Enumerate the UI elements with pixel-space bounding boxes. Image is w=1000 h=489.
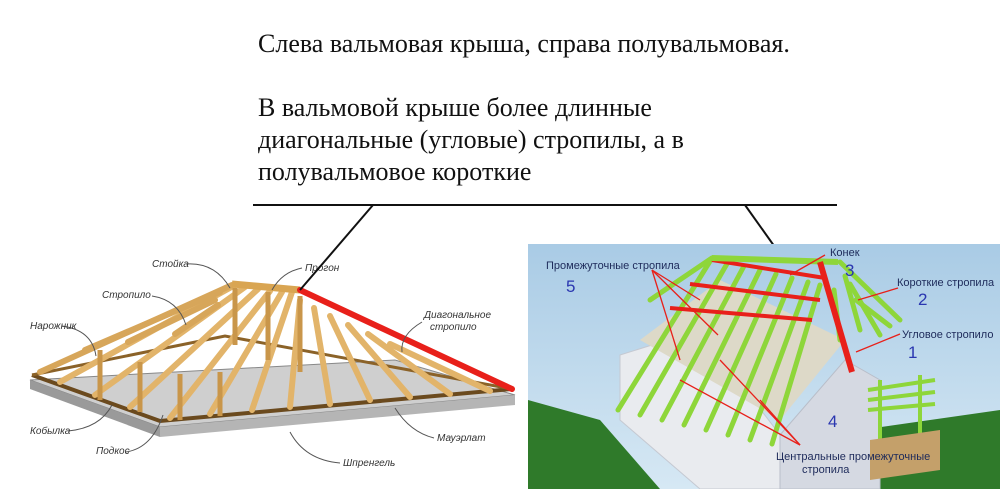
corner-rafter-highlight — [817, 261, 855, 373]
rafters-hip-end — [37, 282, 235, 375]
label-stropilo: Стропило — [102, 290, 151, 301]
label-korotkie: Короткие стропила — [897, 277, 995, 289]
posts — [97, 288, 303, 420]
half-hip-roof-diagram: Промежуточные стропила Конек Короткие ст… — [528, 244, 1000, 489]
ridge-konek — [711, 255, 839, 265]
label-progon: Прогон — [305, 263, 340, 274]
hip-roof-diagram: Стойка Прогон Стропило Диагональное стро… — [29, 259, 516, 469]
caption-line-2: В вальмовой крыше более длинные диагонал… — [258, 93, 684, 186]
foundation-edge — [30, 380, 160, 437]
label-konek: Конек — [830, 247, 860, 259]
number-2: 2 — [918, 290, 927, 309]
ridge-purlin — [231, 280, 301, 294]
number-4: 4 — [828, 412, 837, 431]
porch-pergola — [867, 375, 936, 440]
number-5: 5 — [566, 277, 575, 296]
leader-lines-left — [61, 263, 435, 464]
label-diagonal-2: стропило — [430, 322, 477, 333]
diagonal-rafter-highlight — [297, 287, 515, 392]
label-diagonal-1: Диагональное — [423, 310, 491, 321]
number-3: 3 — [845, 261, 854, 280]
label-central-1: Центральные промежуточные — [776, 451, 930, 463]
foundation-edge-right — [160, 395, 515, 437]
label-central-2: стропила — [802, 464, 850, 476]
mauerlat-beam — [31, 373, 513, 424]
label-podkos: Подкос — [96, 446, 130, 457]
label-stoyka: Стойка — [152, 259, 189, 270]
caption-line-1: Слева вальмовая крыша, справа полувальмо… — [258, 29, 790, 58]
purlins — [669, 258, 826, 322]
label-promezh: Промежуточные стропила — [546, 260, 681, 272]
pointer-line-left — [299, 204, 374, 291]
label-kobylka: Кобылка — [30, 425, 71, 437]
porch-deck — [870, 430, 940, 480]
label-shprengel: Шпренгель — [343, 458, 395, 469]
label-mauerlat: Мауэрлат — [437, 433, 486, 444]
leader-lines-right — [651, 254, 901, 446]
label-narozhnik: Нарожник — [30, 321, 78, 332]
number-1: 1 — [908, 343, 917, 362]
label-uglovoe: Угловое стропило — [902, 329, 993, 341]
grass-left — [528, 400, 660, 489]
divider-line — [253, 204, 837, 206]
